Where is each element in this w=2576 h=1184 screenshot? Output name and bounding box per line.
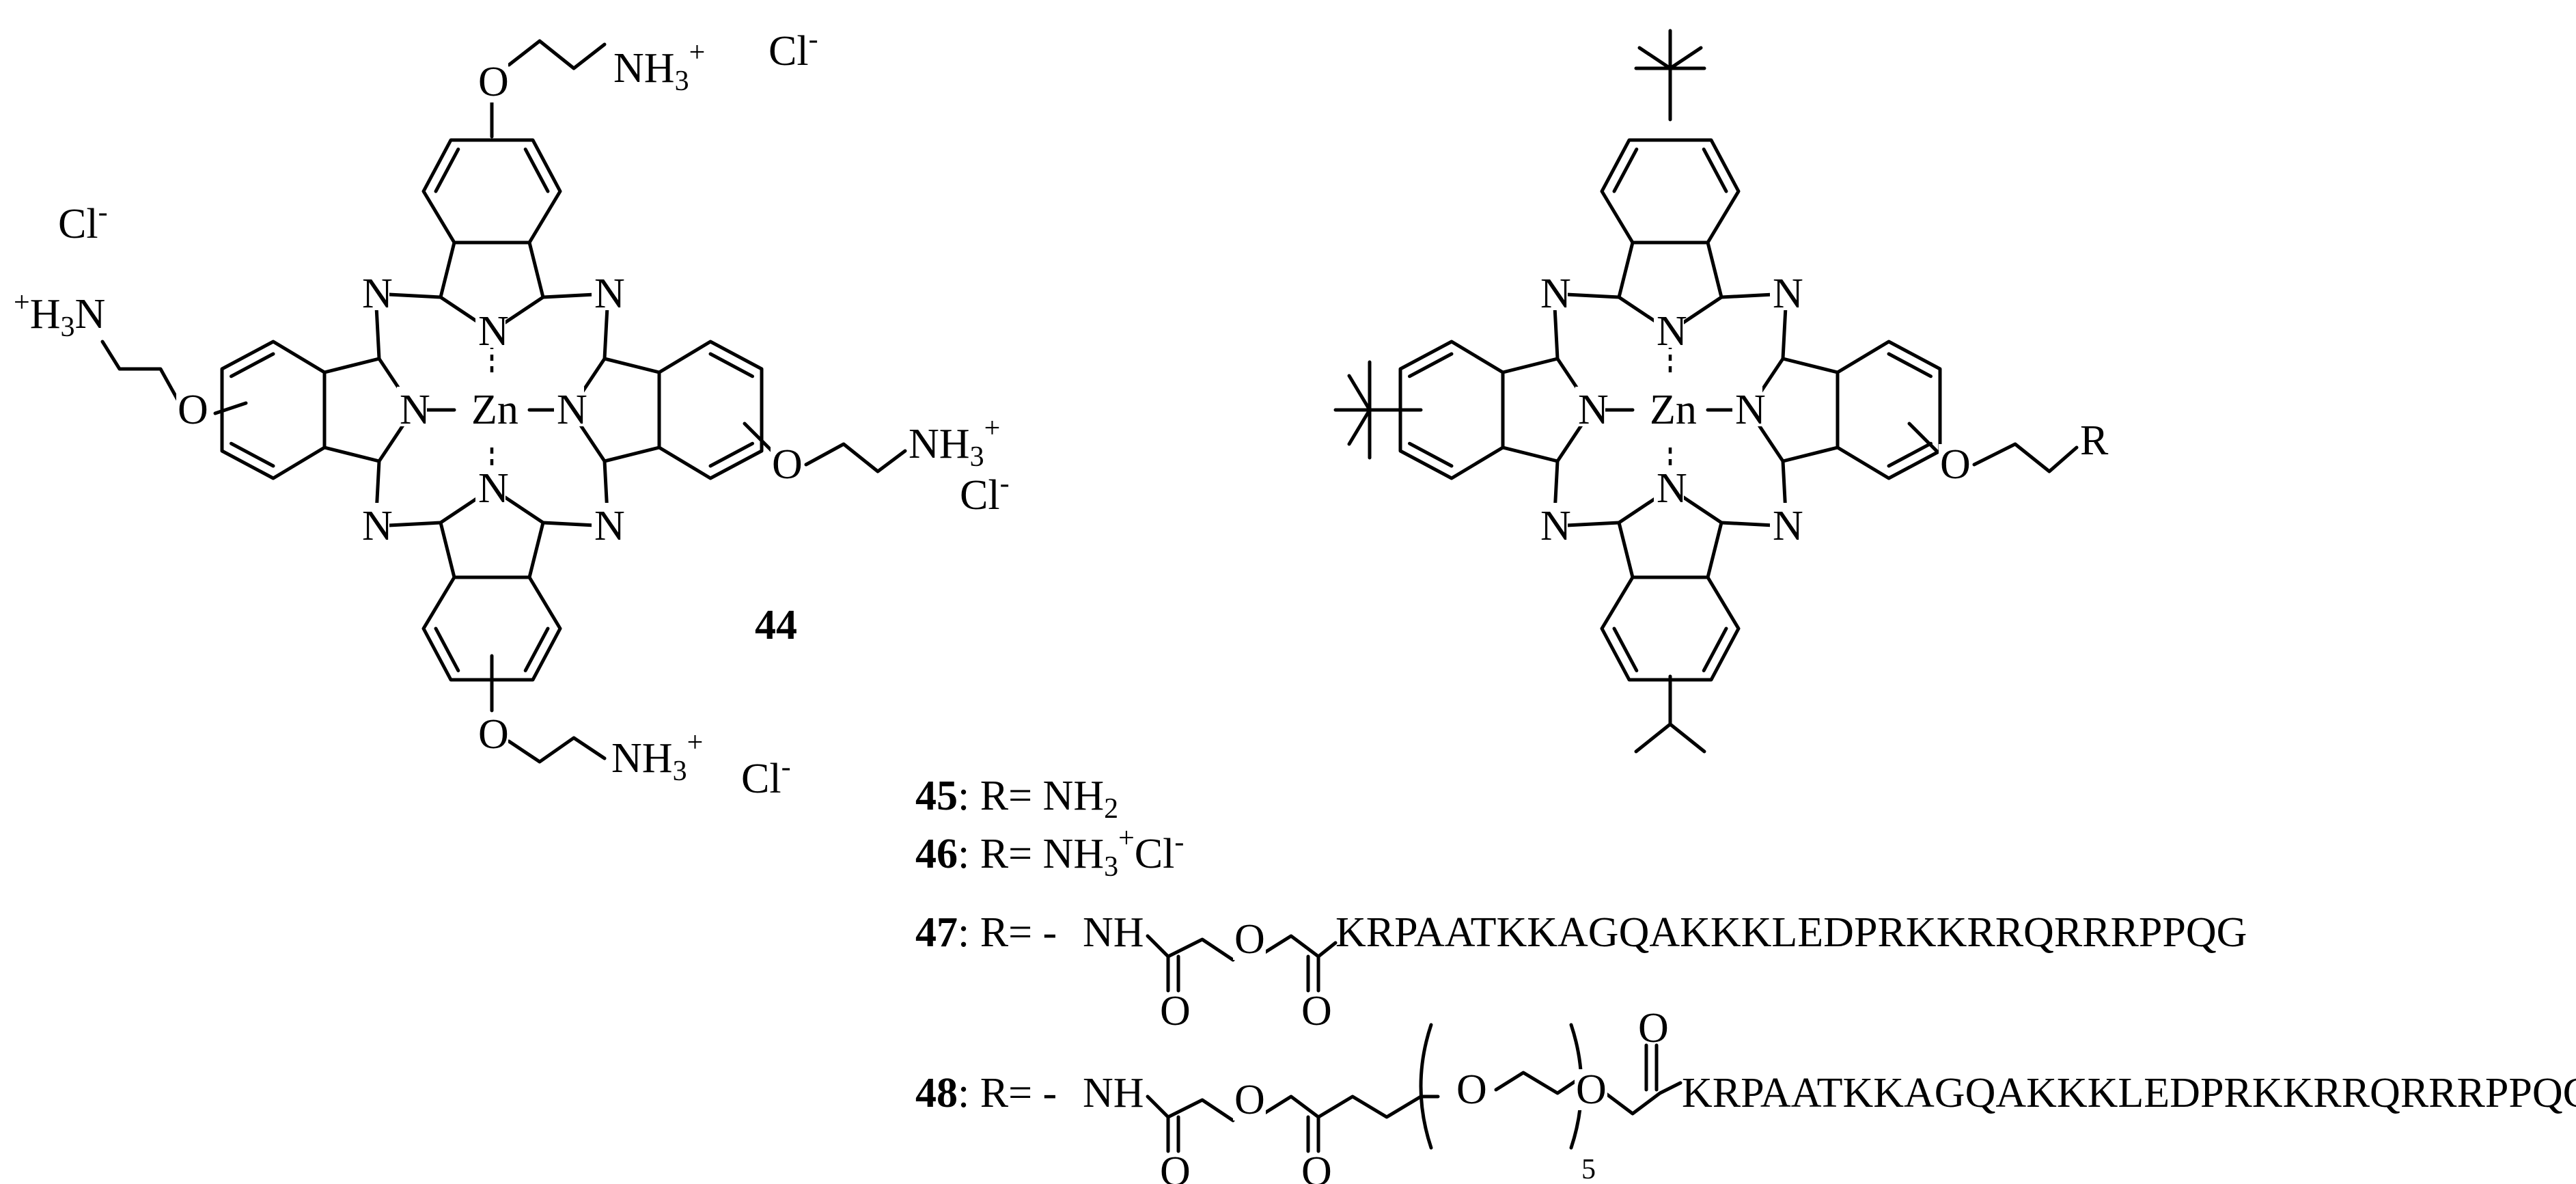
bond [1501,357,1594,463]
legend-entry-46: 46: R= NH3+Cl- [915,823,1184,883]
pyrrole-nitrogen-atom: N [1657,465,1687,512]
bond [1747,357,1840,463]
bond [1836,340,1942,480]
nh-group: NH [1083,1070,1144,1116]
meso-nitrogen-atom: N [1540,503,1571,549]
oxygen-atom: O [1940,441,1971,488]
bond [434,148,550,193]
linker-47-bonds [1146,934,1338,993]
compound-44-structure: N N N N N N N N Zn O NH3+ Cl- Cl- +H3N O O NH3+ … [14,24,1010,802]
compound-44-label: 44 [755,602,797,648]
oxygen-atom: O [1234,916,1265,963]
bond [708,352,754,468]
oxygen-atom: O [1456,1066,1487,1113]
bond [220,340,327,480]
chloride-ion: Cl- [58,197,108,247]
bond [230,352,275,468]
pyrrole-nitrogen-atom: N [400,387,430,433]
bond [439,486,545,579]
atom-labels-44: O NH3+ Cl- Cl- +H3N O O NH3+ Cl- O NH3+ … [14,24,1010,802]
peg-repeat-count: 5 [1581,1154,1596,1184]
carbonyl-oxygen: O [1638,1005,1669,1051]
carbonyl-oxygen: O [1160,988,1191,1034]
bond [1907,422,1939,453]
legend-entry-45: 45: R= NH2 [915,773,1118,825]
tert-butyl-group [1634,29,1706,122]
zinc-atom: Zn [1650,387,1697,433]
bond [439,240,545,333]
bond [507,736,607,764]
compound-legend: 45: R= NH2 46: R= NH3+Cl- 47: R= - NH O … [915,773,2576,1184]
phthalocyanine-core-45: N N N N N N N N Zn [1398,138,1942,682]
bond [657,340,764,480]
pyrrole-nitrogen-atom: N [478,465,509,512]
bond [568,357,661,463]
zinc-atom: Zn [471,387,518,433]
meso-nitrogen-atom: N [1773,503,1803,549]
substituent-r: R [2080,417,2109,464]
bond [434,627,550,672]
bond [1600,138,1741,245]
legend-entry-48: 48: R= - [915,1070,1057,1116]
chloride-ion: Cl- [960,468,1010,519]
ammonium-group: NH3+ [611,727,703,787]
bond [1617,240,1723,333]
phthalocyanine-core-44: N N N N N N N N Zn [220,138,764,682]
tert-butyl-group [1333,360,1423,460]
ammonium-group: NH3+ [613,37,705,97]
tert-butyl-group [1634,674,1706,754]
peptide-sequence: KRPAATKKAGQAKKKLEDPRKKRRQRRRPPQG [1682,1070,2576,1116]
bond [1617,486,1723,579]
bond [100,340,180,402]
bond [507,39,607,70]
oxygen-atom: O [478,59,509,105]
meso-nitrogen-atom: N [594,271,625,317]
bond [1887,352,1933,468]
bond [322,357,415,463]
pyrrole-nitrogen-atom: N [1735,387,1766,433]
ammonium-group: NH3+ [909,413,1000,473]
bond [1408,352,1454,468]
oxygen-atom: O [478,711,509,758]
atom-labels-45: O R [1939,417,2109,488]
meso-nitrogen-atom: N [594,503,625,549]
carbonyl-oxygen: O [1301,988,1332,1034]
bond [421,138,562,245]
chloride-ion: Cl- [741,752,791,802]
ammonium-group: +H3N [14,287,105,343]
bond [213,401,248,415]
carbonyl-oxygen: O [1301,1148,1332,1184]
bond [1612,627,1728,672]
linker-48-bonds [1146,1043,1682,1153]
oxygen-atom: O [178,387,208,433]
oxygen-atom: O [1234,1077,1265,1123]
pyrrole-nitrogen-atom: N [1657,308,1687,355]
meso-nitrogen-atom: N [1773,271,1803,317]
bond [1972,442,2079,473]
peptide-sequence: KRPAATKKAGQAKKKLEDPRKKRRQRRRPPQG [1335,909,2247,956]
bond [804,442,907,473]
bond [1600,575,1741,682]
bond [1612,148,1728,193]
carbonyl-oxygen: O [1160,1148,1191,1184]
peg-bracket-open [1419,1023,1433,1150]
pyrrole-nitrogen-atom: N [557,387,587,433]
chloride-ion: Cl- [768,24,818,74]
pyrrole-nitrogen-atom: N [478,308,509,355]
meso-nitrogen-atom: N [362,271,393,317]
nh-group: NH [1083,909,1144,956]
pyrrole-nitrogen-atom: N [1578,387,1609,433]
meso-nitrogen-atom: N [1540,271,1571,317]
compound-45-48-structure: N N N N N N N N Zn O R [1333,29,2109,754]
meso-nitrogen-atom: N [362,503,393,549]
oxygen-atom: O [1576,1066,1607,1113]
bond [743,422,774,453]
legend-entry-47: 47: R= - [915,909,1057,956]
oxygen-atom: O [772,441,803,488]
